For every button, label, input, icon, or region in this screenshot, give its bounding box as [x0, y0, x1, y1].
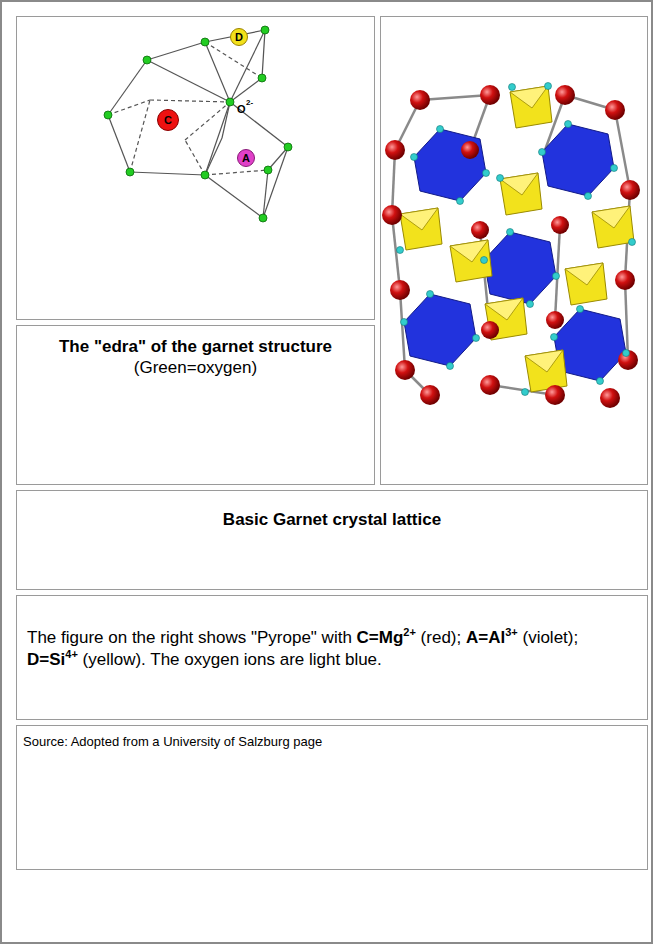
ion-letter: A: [242, 153, 250, 164]
lattice-illustration: [382, 83, 640, 409]
cell-text: 3+: [505, 626, 518, 638]
cell-text: The "edra" of the garnet structure: [59, 337, 332, 356]
cell-text: 4+: [65, 648, 78, 660]
edra-lines: [108, 30, 288, 218]
cell-text: (yellow). The oxygen ions are light blue…: [83, 650, 382, 669]
cell-text: Source: Adopted from a University of Sal…: [23, 734, 322, 749]
image-cell: [16, 16, 375, 320]
cell-text: 2+: [403, 626, 416, 638]
cell-text: (Green=oxygen): [134, 358, 257, 377]
magnesium-ions: [382, 85, 640, 408]
ion-circle: C: [157, 109, 179, 131]
ion-letter: D: [235, 32, 243, 43]
ion-letter: C: [164, 115, 172, 126]
cell-text: The figure on the right shows "Pyrope" w…: [27, 628, 352, 647]
ion-circle: D: [230, 28, 248, 46]
oxygen-ions: [397, 83, 636, 396]
ion-label: O: [237, 104, 246, 115]
cell-text: C=Mg: [357, 628, 404, 647]
title-cell: Basic Garnet crystal lattice: [16, 490, 648, 590]
oxygen-dots: [104, 26, 292, 222]
ion-label: 2-: [246, 99, 253, 107]
cell-text: A=Al: [466, 628, 505, 647]
source-cell: Source: Adopted from a University of Sal…: [16, 725, 648, 870]
cell-text: (red);: [421, 628, 462, 647]
cell-text: (violet);: [522, 628, 578, 647]
ion-circle: A: [237, 149, 255, 167]
caption-cell: The "edra" of the garnet structure (Gree…: [16, 325, 375, 485]
cell-text: D=Si: [27, 650, 65, 669]
bond-lines: [392, 95, 630, 395]
cell-text: Basic Garnet crystal lattice: [223, 510, 441, 529]
description-cell: The figure on the right shows "Pyrope" w…: [16, 595, 648, 720]
